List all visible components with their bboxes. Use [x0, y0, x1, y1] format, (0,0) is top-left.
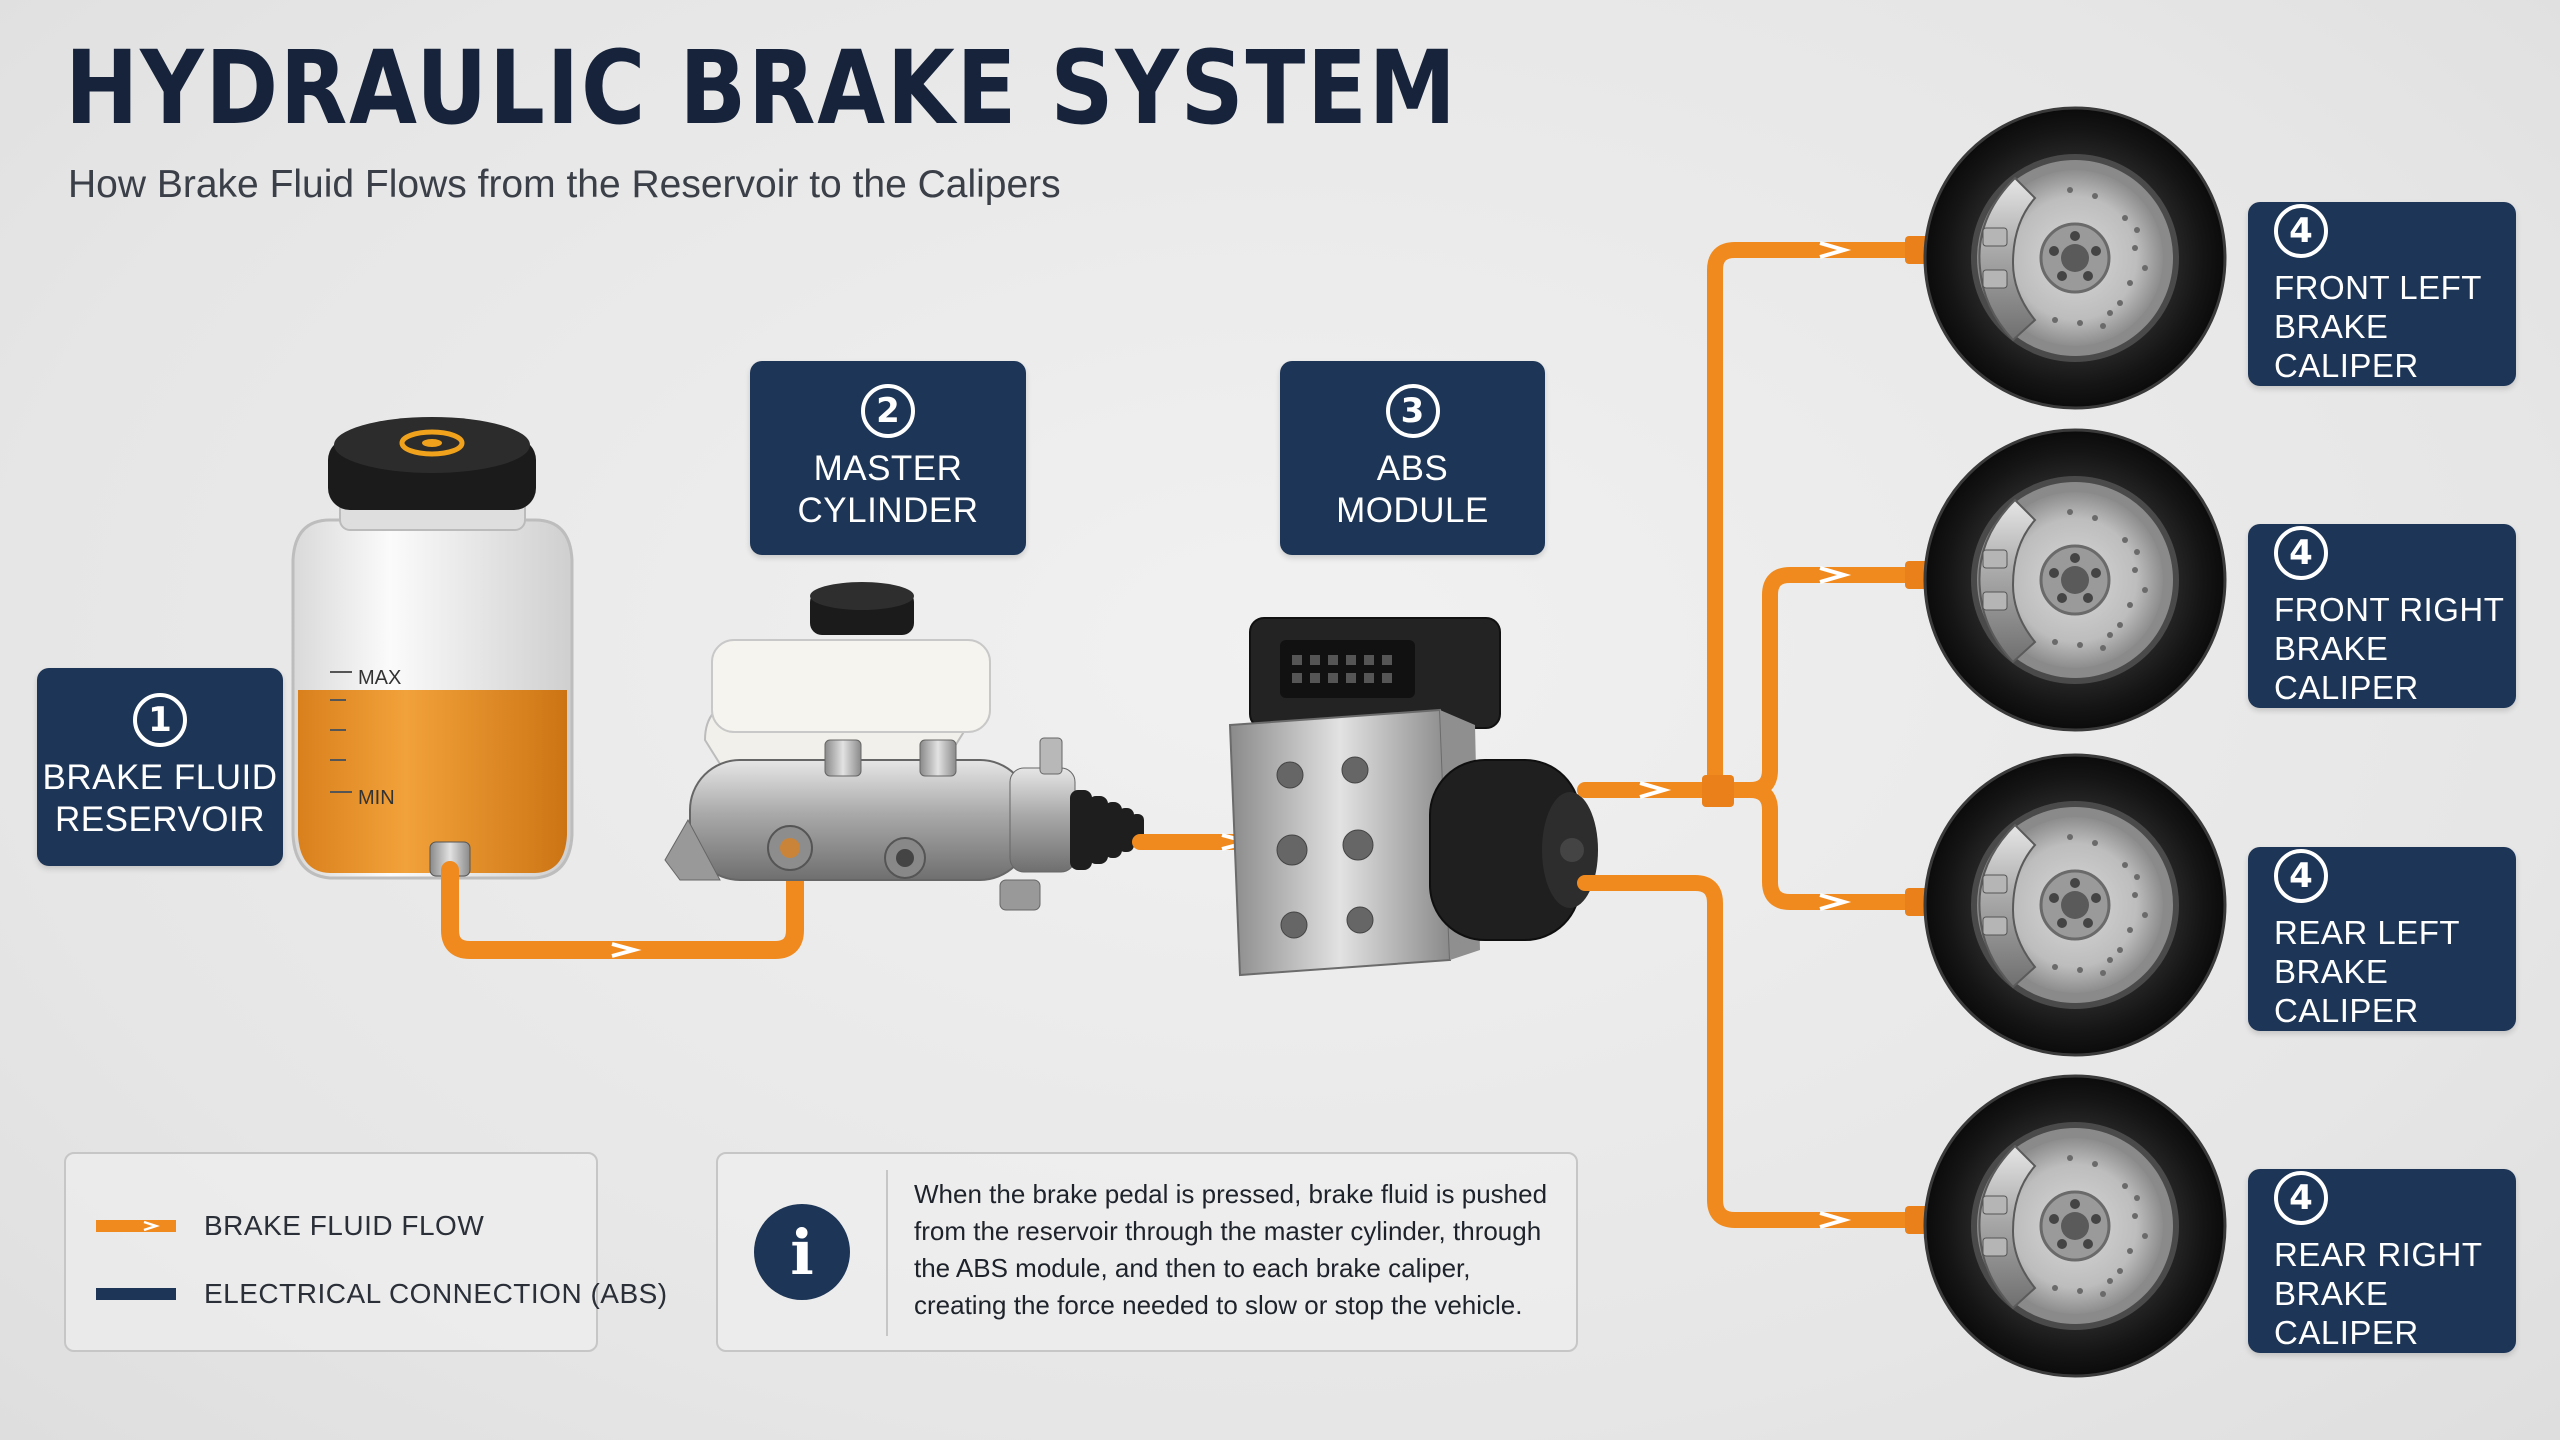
line-junction — [1702, 775, 1734, 807]
front-right-wheel — [1923, 428, 2227, 732]
reservoir-min-mark: MIN — [358, 787, 395, 809]
step-number: 4 — [2274, 1170, 2328, 1225]
abs-module — [1228, 617, 1598, 977]
component-label: BRAKE FLUID RESERVOIR — [42, 758, 278, 839]
label-rear-left-caliper: 4 REAR LEFT BRAKE CALIPER — [2248, 847, 2516, 1031]
fluid-flow-swatch — [96, 1220, 176, 1232]
divider — [886, 1170, 888, 1336]
step-number: 4 — [2274, 203, 2328, 258]
caliper-label: FRONT RIGHT BRAKE CALIPER — [2274, 590, 2505, 706]
legend-label: BRAKE FLUID FLOW — [204, 1210, 485, 1241]
flow-arrows — [1639, 241, 1962, 1229]
component-label: ABS MODULE — [1336, 449, 1489, 530]
info-icon: i — [754, 1204, 850, 1300]
distribution-lines — [1577, 242, 1953, 1228]
front-left-wheel — [1923, 106, 2227, 410]
caliper-label: REAR LEFT BRAKE CALIPER — [2274, 913, 2461, 1029]
caliper-label: FRONT LEFT BRAKE CALIPER — [2274, 268, 2482, 384]
label-front-left-caliper: 4 FRONT LEFT BRAKE CALIPER — [2248, 202, 2516, 386]
page-subtitle: How Brake Fluid Flows from the Reservoir… — [68, 163, 1061, 206]
label-master-cylinder: 2 MASTER CYLINDER — [750, 361, 1026, 555]
legend-item-fluid: BRAKE FLUID FLOW — [96, 1210, 484, 1242]
info-text: When the brake pedal is pressed, brake f… — [914, 1179, 1548, 1320]
label-abs-module: 3 ABS MODULE — [1280, 361, 1545, 555]
reservoir-max-mark: MAX — [358, 667, 401, 689]
rear-right-wheel — [1923, 1074, 2227, 1378]
flow-arrow — [611, 942, 642, 958]
label-brake-fluid-reservoir: 1 BRAKE FLUID RESERVOIR — [37, 668, 283, 866]
fluid-line-reservoir-to-master — [441, 846, 804, 959]
step-number: 1 — [133, 693, 187, 747]
brake-fluid-reservoir: MAX MIN — [291, 417, 574, 880]
legend-label: ELECTRICAL CONNECTION (ABS) — [204, 1278, 668, 1309]
step-number: 4 — [2274, 848, 2328, 903]
step-number: 2 — [861, 384, 915, 438]
caliper-label: REAR RIGHT BRAKE CALIPER — [2274, 1235, 2483, 1351]
rear-left-wheel — [1923, 753, 2227, 1057]
master-cylinder — [664, 582, 1144, 911]
step-number: 3 — [1385, 384, 1440, 438]
step-number: 4 — [2274, 525, 2328, 580]
component-label: MASTER CYLINDER — [797, 449, 979, 530]
page-title: HYDRAULIC BRAKE SYSTEM — [65, 29, 1458, 148]
info-box: i When the brake pedal is pressed, brake… — [716, 1152, 1578, 1352]
label-front-right-caliper: 4 FRONT RIGHT BRAKE CALIPER — [2248, 524, 2516, 708]
caliper-fittings — [1905, 236, 1939, 1234]
label-rear-right-caliper: 4 REAR RIGHT BRAKE CALIPER — [2248, 1169, 2516, 1353]
legend: BRAKE FLUID FLOW ELECTRICAL CONNECTION (… — [64, 1152, 667, 1352]
legend-item-electrical: ELECTRICAL CONNECTION (ABS) — [96, 1278, 668, 1310]
electrical-swatch — [96, 1288, 176, 1300]
